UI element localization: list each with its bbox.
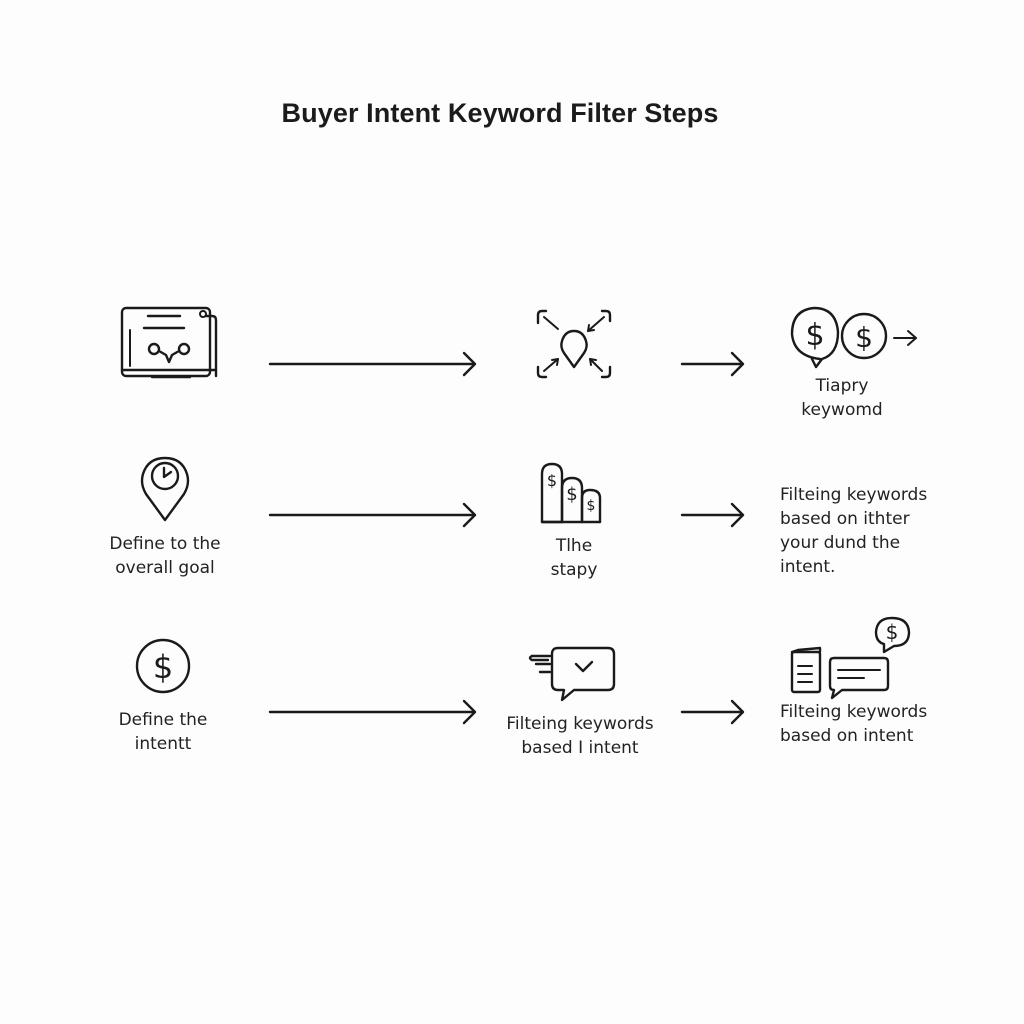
arrow-right-icon — [680, 699, 745, 725]
arrow-right-icon — [680, 502, 745, 528]
row1-step3: $ $ Tiapry keywomd — [788, 304, 922, 422]
svg-text:$: $ — [547, 471, 557, 490]
dollar-circle-icon: $ — [135, 638, 191, 694]
svg-text:$: $ — [886, 620, 899, 644]
row2-step2: $ $ $ Tlhe stapy — [534, 462, 614, 582]
svg-text:$: $ — [805, 318, 824, 353]
row1-step1 — [118, 306, 218, 382]
row1-step2 — [536, 309, 612, 381]
focus-target-pin-icon — [536, 309, 612, 379]
chat-check-icon — [528, 646, 616, 702]
row2-step3-label: Filteing keywords based on ithter your d… — [780, 485, 928, 577]
dollar-speech-bubbles-icon: $ $ — [790, 306, 917, 369]
row2-step1-label: Define to the overall goal — [109, 534, 221, 578]
svg-text:$: $ — [587, 498, 596, 514]
row2-step2-label: Tlhe stapy — [550, 536, 598, 580]
laptop-analytics-icon — [120, 306, 218, 379]
arrow-right-icon — [268, 502, 477, 528]
row3-step2-label: Filteing keywords based I intent — [506, 714, 654, 758]
svg-text:$: $ — [153, 648, 173, 686]
row3-step3: $ Filteing keywords based on intent — [780, 614, 927, 748]
dollar-bars-icon: $ $ $ — [540, 462, 602, 524]
arrow-right-icon — [268, 699, 477, 725]
row1-step3-label: Tiapry keywomd — [801, 376, 883, 420]
row3-step1-label: Define the intentt — [118, 710, 208, 754]
row2-step3: Filteing keywords based on ithter your d… — [780, 483, 927, 579]
row3-step3-label: Filteing keywords based on intent — [780, 702, 928, 746]
row3-step1: $ Define the intentt — [108, 638, 218, 756]
arrow-right-icon — [680, 351, 745, 377]
location-pin-check-icon — [140, 456, 190, 522]
row3-step2: Filteing keywords based I intent — [500, 646, 660, 760]
svg-text:$: $ — [566, 484, 577, 505]
document-chat-dollar-icon: $ — [790, 616, 911, 700]
svg-text:$: $ — [855, 321, 873, 354]
diagram-title: Buyer Intent Keyword Filter Steps — [281, 98, 719, 128]
row2-step1: Define to the overall goal — [106, 456, 224, 580]
arrow-right-icon — [268, 351, 477, 377]
